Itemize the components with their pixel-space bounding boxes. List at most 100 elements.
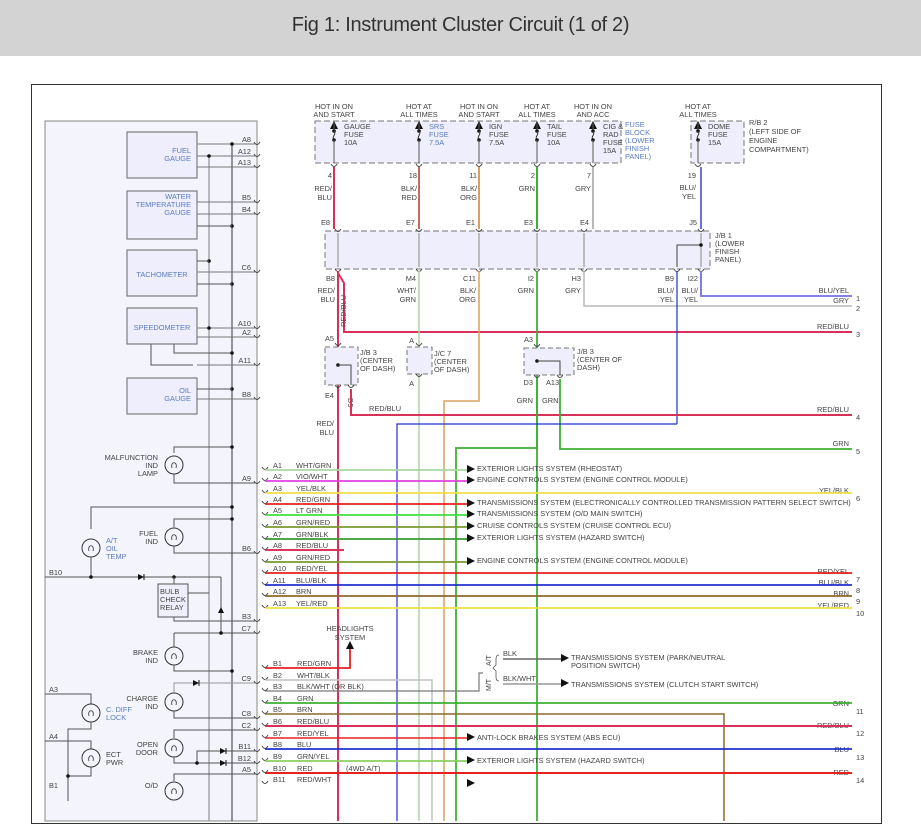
rb2-label: R/B 2 (749, 118, 767, 127)
lamp-name: LOCK (106, 713, 126, 722)
output-wire-label: RED/BLU (817, 405, 849, 414)
output-number: 9 (856, 597, 860, 606)
fuse-name: FUSE (708, 130, 728, 139)
wire-color-label: RED (297, 764, 313, 773)
pin-label: A5 (242, 765, 251, 774)
pin-label: A1 (273, 461, 282, 470)
output-wire-label: YEL/RED (817, 601, 849, 610)
pin-label: E4 (325, 391, 334, 400)
pin-label: B5 (242, 193, 251, 202)
pin-label: A11 (273, 576, 286, 585)
jb1-label: J/B 1 (715, 231, 732, 240)
fuse-block-label: PANEL) (625, 152, 651, 161)
wire-note: (4WD A/T) (346, 764, 381, 773)
junction-dot (230, 445, 234, 449)
pin-label: B3 (273, 682, 282, 691)
junction-dot (66, 774, 70, 778)
junction-block-1 (324, 230, 711, 270)
output-number: 4 (856, 413, 860, 422)
output-number: 13 (856, 753, 864, 762)
pin-label: A (409, 379, 414, 388)
fuse-hot-label: ALL TIMES (400, 110, 437, 119)
connector-icon (253, 760, 261, 764)
wire-wht-blk (265, 679, 433, 821)
output-number: 12 (856, 729, 864, 738)
wire-color-label: RED/ (316, 419, 335, 428)
fuse-hot-label: ALL TIMES (679, 110, 716, 119)
wire-color-label: RED/BLU (297, 717, 329, 726)
fuse-name: FUSE (429, 130, 449, 139)
relay-label: BULB (160, 587, 179, 596)
jb3-label: (CENTER OF (577, 355, 623, 364)
arrow-up-icon (346, 641, 354, 649)
wire-color-label: GRN (517, 396, 533, 405)
pin-label: C2 (242, 721, 251, 730)
pin-label: B11 (238, 742, 251, 751)
wire-color-label: GRY (575, 184, 591, 193)
output-wire-label: BLU/YEL (819, 286, 849, 295)
wire-color-label: YEL (682, 192, 696, 201)
fuse-hot-label: HOT AT (406, 102, 432, 111)
lamp-name: A/T (106, 536, 118, 545)
lamp-filament-icon (171, 462, 177, 469)
pin-label: M4 (406, 274, 416, 283)
pin-number: 2 (531, 171, 535, 180)
wire-color-label: GRN (400, 295, 416, 304)
pin-label: A5 (273, 506, 282, 515)
wire-brn (265, 713, 725, 821)
gauge-box (126, 190, 198, 240)
gauge-name: TEMPERATURE (136, 200, 191, 209)
connector-icon (697, 228, 705, 232)
pin-label: C11 (463, 274, 476, 283)
lamp-name: OPEN (137, 740, 158, 749)
arrow-right-icon (467, 522, 475, 530)
wire-blk-org (443, 271, 480, 821)
wire (173, 518, 232, 527)
output-wire-label: GRY (833, 296, 849, 305)
lamp-name: FUEL (139, 529, 158, 538)
lamp-name: IND (145, 461, 158, 470)
destination-label: ANTI-LOCK BRAKES SYSTEM (ABS ECU) (477, 733, 620, 742)
wire-color-label: RED/ (317, 286, 336, 295)
connector-icon (533, 163, 541, 167)
pin-label: B9 (665, 274, 674, 283)
relay-block-2 (690, 120, 745, 164)
pin-label: A2 (273, 472, 282, 481)
wire-grn (455, 379, 538, 821)
wire (90, 506, 232, 529)
output-number: 8 (856, 586, 860, 595)
pin-label: A9 (273, 553, 282, 562)
wire-color-label: GRY (565, 286, 581, 295)
wire-color-label: BLK/WHT (OR BLK) (297, 682, 364, 691)
connector-pin-icon (253, 396, 261, 400)
gauge-box (126, 249, 198, 297)
fuse-name: 7.5A (489, 138, 504, 147)
junction-dot (207, 326, 211, 330)
gauge-name: OIL (179, 386, 191, 395)
destination-label: TRANSMISSIONS SYSTEM (PARK/NEUTRAL (571, 653, 725, 662)
circuit-diagram: FUELGAUGEA8A12A13WATERTEMPERATUREGAUGEB5… (44, 102, 864, 822)
wire-color-label: WHT/ (397, 286, 417, 295)
destination-label: POSITION SWITCH) (571, 661, 640, 670)
rb2-label: (LEFT SIDE OF (749, 127, 802, 136)
wire-color-label: GRN (519, 184, 535, 193)
arrow-right-icon (561, 654, 569, 662)
brace-icon (492, 654, 500, 682)
output-number: 11 (856, 707, 864, 716)
connector-pin-icon (261, 676, 269, 680)
connector-pin-icon (253, 362, 261, 366)
wire-color-label: RED/GRN (297, 659, 331, 668)
destination-label: ENGINE CONTROLS SYSTEM (ENGINE CONTROL M… (477, 556, 688, 565)
fuse-hot-label: HOT IN ON (574, 102, 612, 111)
pin-label: A5 (325, 334, 334, 343)
relay-label: CHECK (160, 595, 186, 604)
pin-label: B9 (273, 752, 282, 761)
output-wire-label: RED/YEL (817, 567, 849, 576)
figure-title: Fig 1: Instrument Cluster Circuit (1 of … (291, 14, 630, 36)
fuse-hot-label: AND ACC (577, 110, 611, 119)
pin-label: B11 (273, 775, 286, 784)
wire-color-label: GRN/RED (296, 518, 330, 527)
connector-pin-icon (261, 710, 269, 714)
fuse-name: 10A (547, 138, 560, 147)
fuse-block-label: BLOCK (625, 128, 650, 137)
